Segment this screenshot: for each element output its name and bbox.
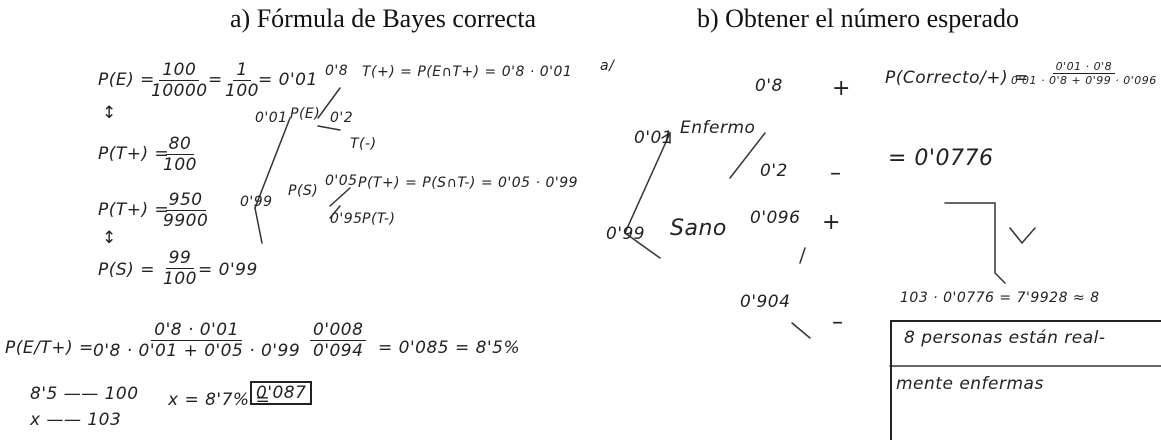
ptp-fraction: 80 100 xyxy=(160,134,200,175)
heading-a: a) Fórmula de Bayes correcta xyxy=(230,4,537,33)
double-arrow-1: ↕ xyxy=(102,103,117,123)
tree-099: 0'99 xyxy=(240,194,273,210)
ptp-lhs: P(T+) = xyxy=(98,144,170,164)
bayes-fraction-2: 0'008 0'094 xyxy=(310,320,367,361)
b-001: 0'01 xyxy=(634,128,674,148)
b-minus-1: – xyxy=(830,161,842,186)
prop-line-2: x —— 103 xyxy=(30,410,122,430)
b-minus-2: – xyxy=(832,310,844,335)
panel-b-handwritten-solution: a/ 0'01 Enfermo 0'8 + P(Correcto/+) = 0'… xyxy=(600,48,1161,438)
ptm-fraction: 950 9900 xyxy=(160,190,211,231)
conclusion-box: 8 personas están real- mente enfermas xyxy=(890,320,1161,440)
tree-095: 0'95 xyxy=(330,211,363,227)
bayes-den2: 0'094 xyxy=(313,341,364,361)
heading-b: b) Obtener el número esperado xyxy=(697,4,1019,33)
b-plus-2: + xyxy=(822,210,841,235)
b-concl-2: mente enfermas xyxy=(896,374,1044,394)
double-arrow-2: ↕ xyxy=(102,228,117,248)
tree-08: 0'8 xyxy=(325,63,349,79)
b-label-a: a/ xyxy=(600,58,615,74)
b-0904: 0'904 xyxy=(740,292,791,312)
tree-tminus: T(-) xyxy=(350,136,377,152)
bayes-den: 0'8 · 0'01 + 0'05 · 0'99 xyxy=(93,341,301,361)
ptp-den: 100 xyxy=(163,155,197,175)
b-pcorrecto: P(Correcto/+) = xyxy=(885,68,1029,88)
prop-x: x = 8'7% = xyxy=(168,390,271,410)
pe-den1: 10000 xyxy=(151,81,208,101)
b-enfermo: Enfermo xyxy=(680,118,756,138)
tree-ps: P(S) xyxy=(288,183,319,199)
prop-boxed-result: 0'087 xyxy=(250,381,313,405)
bayes-num: 0'8 · 0'01 xyxy=(151,320,242,341)
bayes-res: = 0'085 = 8'5% xyxy=(378,338,521,358)
ps-lhs: P(S) = xyxy=(98,260,155,280)
tree-005: 0'05 xyxy=(325,173,358,189)
bayes-lhs: P(E/T+) = xyxy=(5,338,94,358)
prop-line-1: 8'5 —— 100 xyxy=(30,384,139,404)
ps-fraction: 99 100 xyxy=(160,248,200,289)
b-08: 0'8 xyxy=(755,76,783,96)
bayes-fraction: 0'8 · 0'01 0'8 · 0'01 + 0'05 · 0'99 xyxy=(90,320,303,361)
ps-den: 100 xyxy=(163,269,197,289)
pe-den2: 100 xyxy=(225,81,259,101)
pe-eq: = xyxy=(208,70,223,90)
ptm-num: 950 xyxy=(165,190,206,211)
bayes-num2: 0'008 xyxy=(310,320,367,341)
pe-fraction-1: 100 10000 xyxy=(148,60,211,101)
ps-num: 99 xyxy=(165,248,195,269)
b-0096: 0'096 xyxy=(750,208,801,228)
ptm-den: 9900 xyxy=(163,211,209,231)
b-result: = 0'0776 xyxy=(888,146,994,171)
tree-diagram-lines xyxy=(254,87,351,244)
tree-pe: P(E) xyxy=(290,106,321,122)
pe-fraction-2: 1 100 xyxy=(222,60,262,101)
tree-ts: P(T+) = P(S∩T-) = 0'05 · 0'99 xyxy=(358,175,579,191)
pe-num1: 100 xyxy=(159,60,200,81)
pe-val: = 0'01 xyxy=(258,70,318,90)
tree-02: 0'2 xyxy=(330,110,354,126)
tree-te: T(+) = P(E∩T+) = 0'8 · 0'01 xyxy=(362,64,573,80)
b-frac-num: 0'01 · 0'8 xyxy=(1052,60,1116,74)
b-02: 0'2 xyxy=(760,161,788,181)
tree-b-lines xyxy=(624,131,1161,367)
b-frac-den: 0'01 · 0'8 + 0'99 · 0'096 xyxy=(1011,74,1157,87)
b-sano: Sano xyxy=(670,216,727,241)
tree-ptm: P(T-) xyxy=(362,211,396,227)
ptm-lhs: P(T+) = xyxy=(98,200,170,220)
b-fraction: 0'01 · 0'8 0'01 · 0'8 + 0'99 · 0'096 xyxy=(1008,60,1160,87)
panel-a-handwritten-solution: P(E) = 100 10000 = 1 100 = 0'01 ↕ P(T+) … xyxy=(0,48,580,438)
b-concl-1: 8 personas están real- xyxy=(904,328,1106,348)
b-calc: 103 · 0'0776 = 7'9928 ≈ 8 xyxy=(900,290,1100,306)
tree-001: 0'01 xyxy=(255,110,288,126)
b-plus-1: + xyxy=(832,76,851,101)
pe-num2: 1 xyxy=(233,60,251,81)
ptp-num: 80 xyxy=(165,134,195,155)
pe-lhs: P(E) = xyxy=(98,70,155,90)
ps-val: = 0'99 xyxy=(198,260,258,280)
b-099: 0'99 xyxy=(606,224,646,244)
